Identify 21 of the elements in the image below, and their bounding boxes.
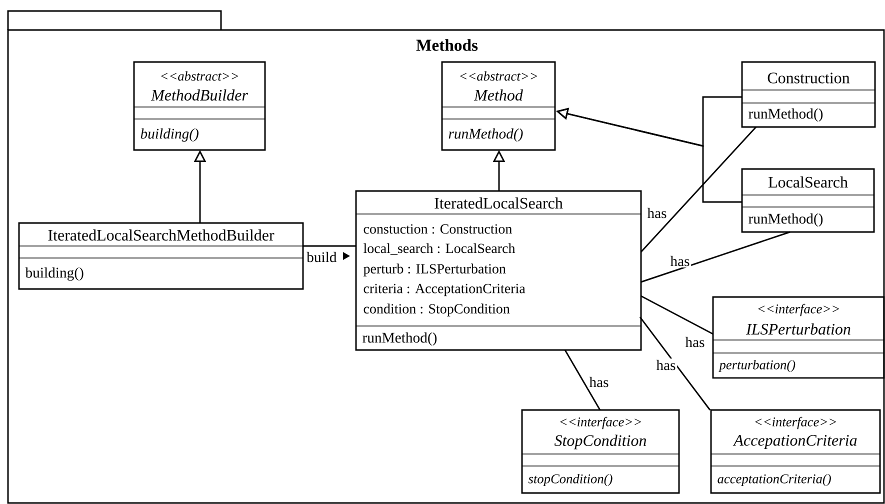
class-box: <<interface>> StopCondition stopCondition() xyxy=(521,409,680,494)
edge-label: build xyxy=(305,250,338,264)
class-box: <<abstract>> Method runMethod() xyxy=(441,61,556,151)
edge-label: has xyxy=(684,336,706,348)
edge-label: has xyxy=(588,376,610,388)
class-box: <<interface>> AccepationCriteria acceptationCriteria() xyxy=(710,409,881,494)
class-box: <<interface>> ILSPerturbation perturbation() xyxy=(712,296,885,379)
edge-label: has xyxy=(668,254,692,268)
class-box: <<abstract>> MethodBuilder building() xyxy=(133,61,266,151)
edge-label: has xyxy=(654,358,678,372)
edge-label: has xyxy=(646,206,668,220)
connector xyxy=(564,350,601,410)
class-box: Construction runMethod() xyxy=(741,61,876,128)
connector xyxy=(639,316,711,410)
connector xyxy=(640,231,790,283)
connector xyxy=(640,126,757,252)
connector xyxy=(640,295,714,335)
class-box: LocalSearch runMethod() xyxy=(741,168,875,233)
class-box: IteratedLocalSearchMethodBuilder building() xyxy=(18,222,304,290)
connector xyxy=(303,245,356,247)
class-box: IteratedLocalSearch constuction : Construction local_search : LocalSearch perturb : ILSPerturbation criteria : AcceptationCriteria condition : StopCondition runMethod() xyxy=(355,190,642,351)
